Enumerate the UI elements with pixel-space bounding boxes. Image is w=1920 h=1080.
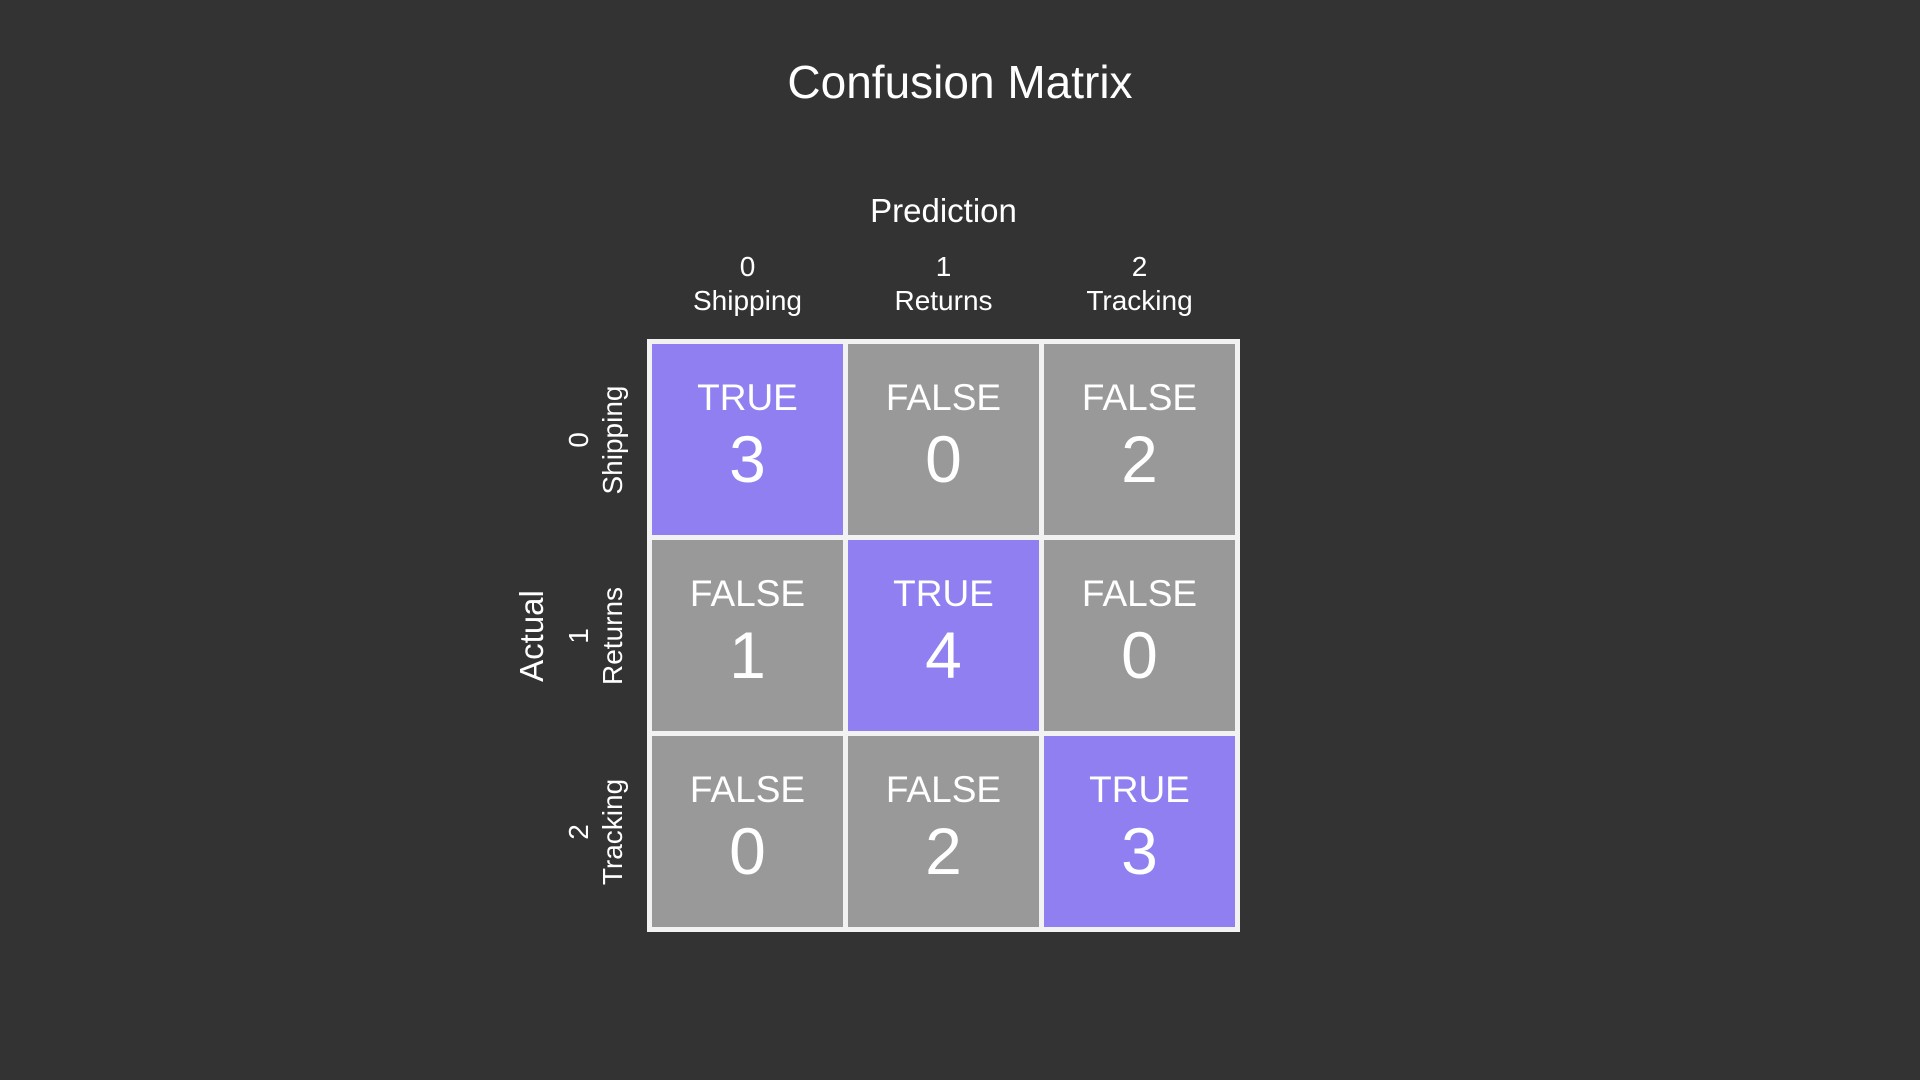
cell-label: FALSE (689, 572, 806, 614)
cell-label: FALSE (689, 768, 806, 810)
cell-value: 0 (729, 813, 766, 888)
row-name: Shipping (597, 385, 628, 495)
cell-label: TRUE (893, 572, 994, 614)
row-index: 1 (563, 628, 594, 644)
row-header-returns: 1 Returns (562, 587, 630, 685)
cell-label: TRUE (1089, 768, 1190, 810)
column-index: 1 (935, 251, 952, 282)
cell-value: 3 (729, 421, 766, 496)
cell-label: FALSE (885, 376, 1002, 418)
cell-value: 0 (1121, 617, 1158, 692)
column-header-tracking: 2 Tracking (1044, 250, 1235, 318)
column-header-returns: 1 Returns (848, 250, 1039, 318)
row-header-tracking: 2 Tracking (562, 779, 630, 885)
cell-value: 4 (925, 617, 962, 692)
cell-label: TRUE (697, 376, 798, 418)
x-axis-label: Prediction (870, 192, 1017, 229)
column-headers: 0 Shipping 1 Returns 2 Tracking (652, 250, 1235, 318)
cell-value: 1 (729, 617, 766, 692)
cell-value: 2 (925, 813, 962, 888)
row-name: Tracking (597, 778, 628, 886)
row-header-shipping: 0 Shipping (562, 386, 630, 495)
column-name: Tracking (1086, 285, 1193, 316)
row-name: Returns (597, 586, 628, 686)
column-name: Returns (894, 285, 993, 316)
chart-title: Confusion Matrix (787, 56, 1133, 108)
column-index: 2 (1131, 251, 1148, 282)
column-header-shipping: 0 Shipping (652, 250, 843, 318)
cell-value: 0 (925, 421, 962, 496)
row-index: 0 (563, 432, 594, 448)
cell-label: FALSE (1081, 572, 1198, 614)
cell-label: FALSE (1081, 376, 1198, 418)
cell-label: FALSE (885, 768, 1002, 810)
column-name: Shipping (693, 285, 802, 316)
row-index: 2 (563, 824, 594, 840)
y-axis-label: Actual (513, 590, 550, 682)
cell-value: 3 (1121, 813, 1158, 888)
cell-value: 2 (1121, 421, 1158, 496)
column-index: 0 (739, 251, 756, 282)
